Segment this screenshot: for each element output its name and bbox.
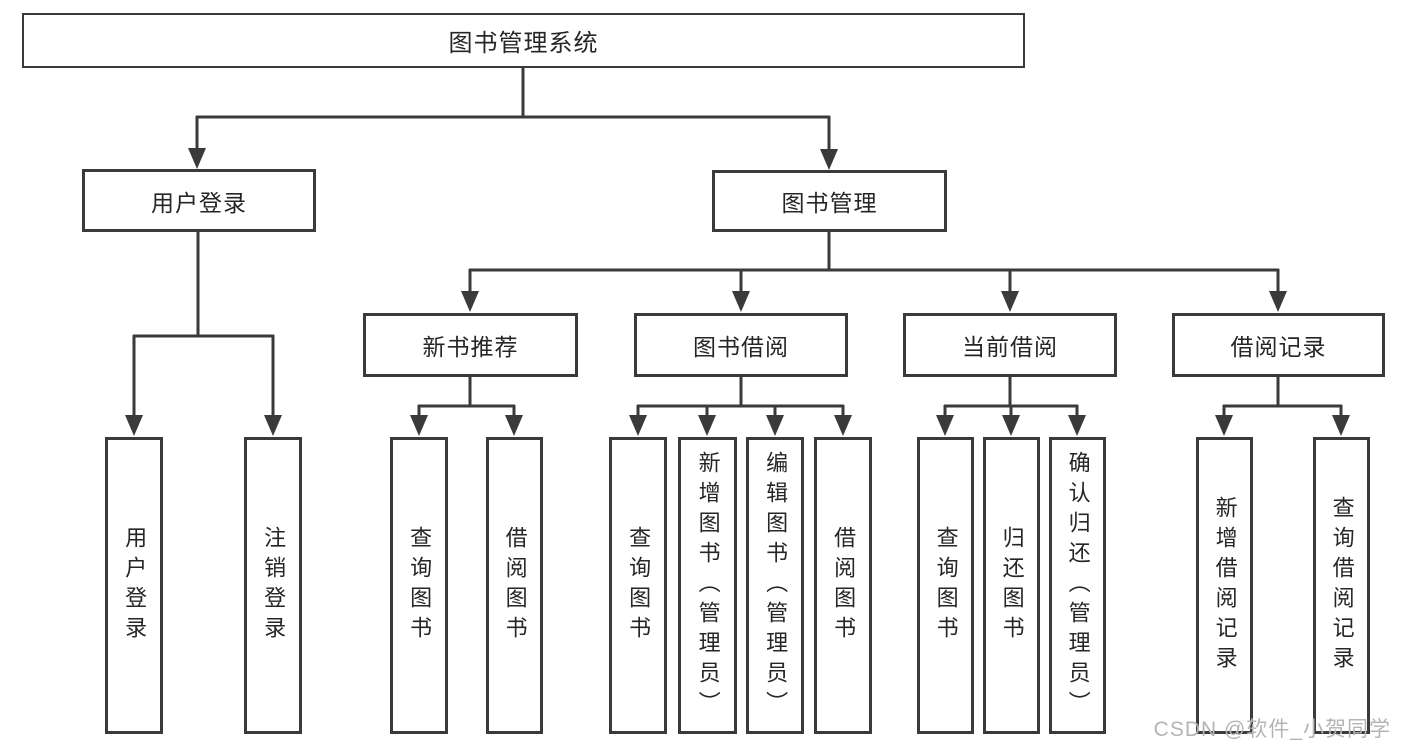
leaf-label: 查询图书 — [407, 525, 433, 646]
node-new-book-recommend-label: 新书推荐 — [422, 334, 519, 360]
leaf-borrow-book: 借阅图书 — [814, 437, 872, 734]
leaf-newbook-borrow: 借阅图书 — [486, 437, 543, 734]
node-user-login-label: 用户登录 — [151, 189, 247, 216]
node-new-book-recommend: 新书推荐 — [363, 313, 578, 377]
node-book-management: 图书管理 — [712, 170, 947, 232]
node-current-borrow: 当前借阅 — [903, 313, 1117, 377]
node-root: 图书管理系统 — [22, 13, 1025, 68]
leaf-newbook-query: 查询图书 — [390, 437, 448, 734]
node-borrow-records: 借阅记录 — [1172, 313, 1385, 377]
leaf-label: 归还图书 — [999, 525, 1025, 646]
node-current-borrow-label: 当前借阅 — [962, 334, 1058, 360]
node-book-borrow: 图书借阅 — [634, 313, 848, 377]
leaf-label: 查询借阅记录 — [1329, 495, 1355, 676]
leaf-record-add: 新增借阅记录 — [1196, 437, 1253, 734]
leaf-label: 新增借阅记录 — [1212, 495, 1238, 676]
leaf-current-query: 查询图书 — [917, 437, 974, 734]
node-root-label: 图书管理系统 — [448, 30, 599, 57]
leaf-label: 查询图书 — [626, 525, 652, 646]
leaf-label: 编辑图书（管理员） — [763, 450, 789, 721]
node-user-login: 用户登录 — [82, 169, 316, 232]
csdn-watermark: CSDN @软件_小贺同学 — [1153, 718, 1391, 741]
leaf-label: 查询图书 — [933, 525, 959, 646]
node-book-management-label: 图书管理 — [781, 190, 878, 216]
leaf-borrow-edit-admin: 编辑图书（管理员） — [746, 437, 804, 734]
leaf-user-login: 用户登录 — [105, 437, 163, 734]
leaf-label: 用户登录 — [122, 525, 148, 646]
leaf-label: 注销登录 — [261, 525, 287, 646]
leaf-logout: 注销登录 — [244, 437, 302, 734]
leaf-label: 借阅图书 — [831, 525, 857, 646]
leaf-label: 确认归还（管理员） — [1065, 450, 1091, 721]
leaf-label: 新增图书（管理员） — [695, 450, 721, 721]
node-borrow-records-label: 借阅记录 — [1230, 334, 1327, 360]
leaf-borrow-query: 查询图书 — [609, 437, 667, 734]
leaf-current-confirm-admin: 确认归还（管理员） — [1049, 437, 1106, 734]
leaf-borrow-add-admin: 新增图书（管理员） — [678, 437, 737, 734]
leaf-label: 借阅图书 — [502, 525, 528, 646]
leaf-current-return: 归还图书 — [983, 437, 1040, 734]
node-book-borrow-label: 图书借阅 — [693, 334, 789, 360]
leaf-record-query: 查询借阅记录 — [1313, 437, 1370, 734]
